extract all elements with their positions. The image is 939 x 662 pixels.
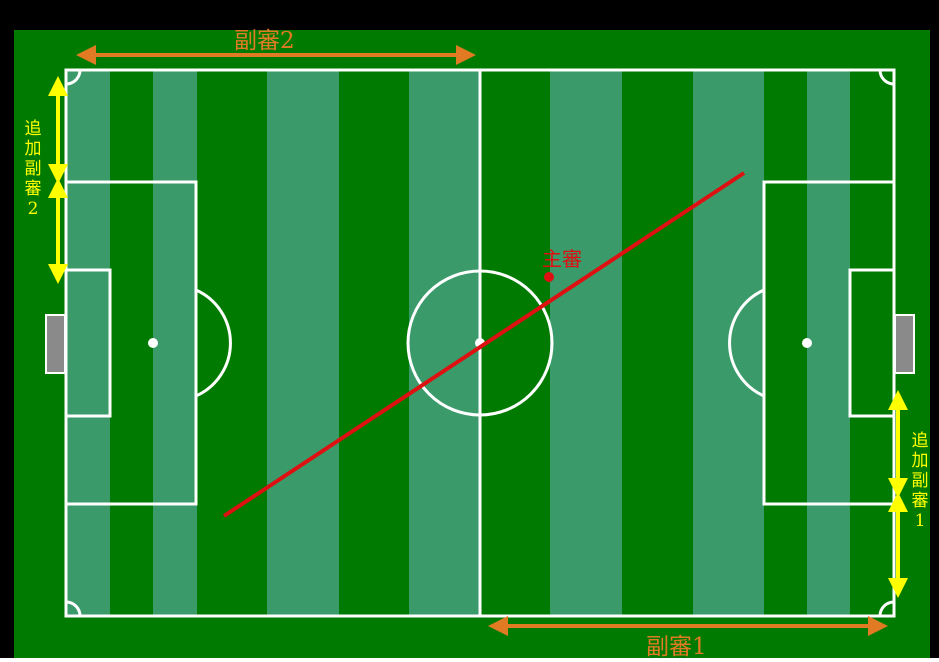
top-frame-bar [0,0,939,30]
right-goal [895,315,914,373]
grass-stripe [550,70,622,616]
referee-label: 主審 [542,247,582,271]
referee-position-marker [544,272,554,282]
grass-stripe [409,70,480,616]
additional-referee-1-char: 追 [912,431,929,451]
additional-referee-2-char: 審 [25,179,42,199]
additional-referee-2-char: 副 [25,159,42,179]
grass-stripe [807,70,850,616]
right-frame-bar [930,0,939,658]
additional-referee-1-char: 加 [912,451,929,471]
additional-referee-1-char: 副 [912,471,929,491]
additional-referee-1-char: 審 [912,491,929,511]
additional-referee-1-char: 1 [915,511,926,531]
additional-referee-2-char: 加 [25,139,42,159]
assistant-referee-2-label: 副審2 [234,28,295,54]
left-penalty-spot [148,338,158,348]
grass-stripe [66,70,110,616]
assistant-referee-1-label: 副審1 [646,634,707,658]
additional-referee-2-char: 2 [28,199,39,219]
grass-stripe [267,70,339,616]
left-goal [46,315,65,373]
left-frame-bar [0,0,14,658]
pitch-stripes [66,70,850,616]
additional-referee-2-char: 追 [25,119,42,139]
grass-stripe [153,70,197,616]
right-penalty-spot [802,338,812,348]
